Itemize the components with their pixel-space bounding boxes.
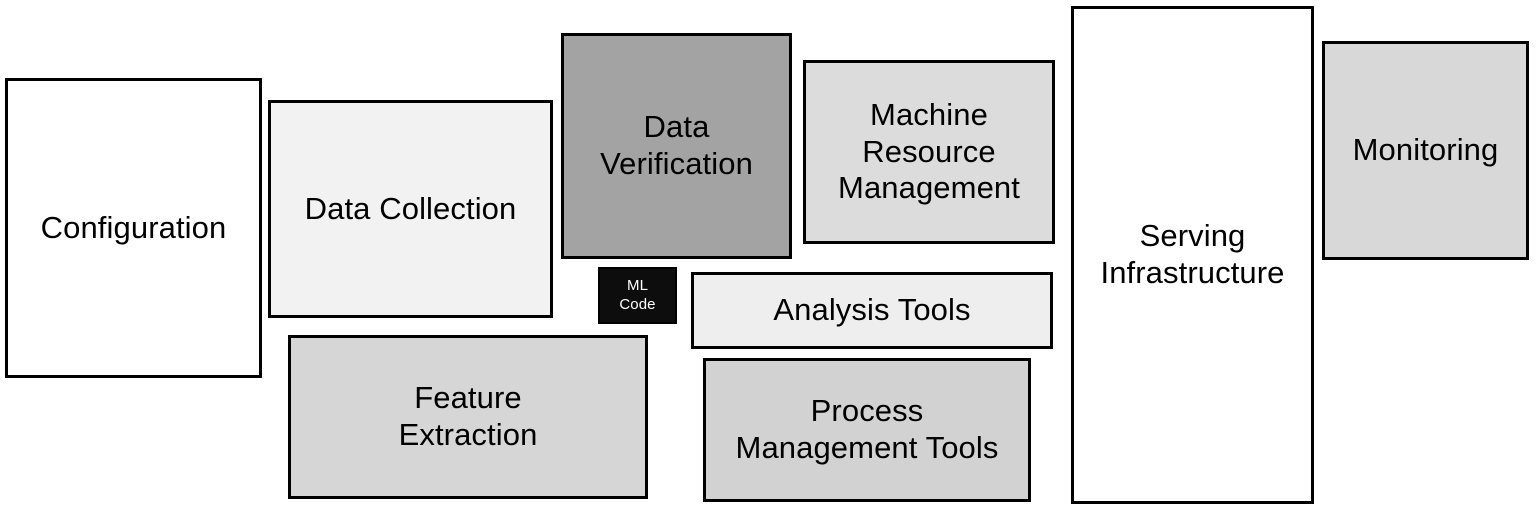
node-configuration[interactable]: Configuration: [5, 78, 262, 378]
node-data-collection[interactable]: Data Collection: [268, 100, 553, 318]
node-analysis-tools[interactable]: Analysis Tools: [691, 272, 1053, 349]
node-process-management-tools[interactable]: Process Management Tools: [703, 358, 1031, 502]
node-machine-resource-management[interactable]: Machine Resource Management: [803, 60, 1055, 244]
node-feature-extraction[interactable]: Feature Extraction: [288, 335, 648, 499]
node-ml-code[interactable]: ML Code: [598, 267, 677, 324]
node-serving-infrastructure[interactable]: Serving Infrastructure: [1071, 6, 1314, 504]
node-monitoring[interactable]: Monitoring: [1322, 41, 1529, 260]
node-data-verification[interactable]: Data Verification: [561, 33, 792, 259]
